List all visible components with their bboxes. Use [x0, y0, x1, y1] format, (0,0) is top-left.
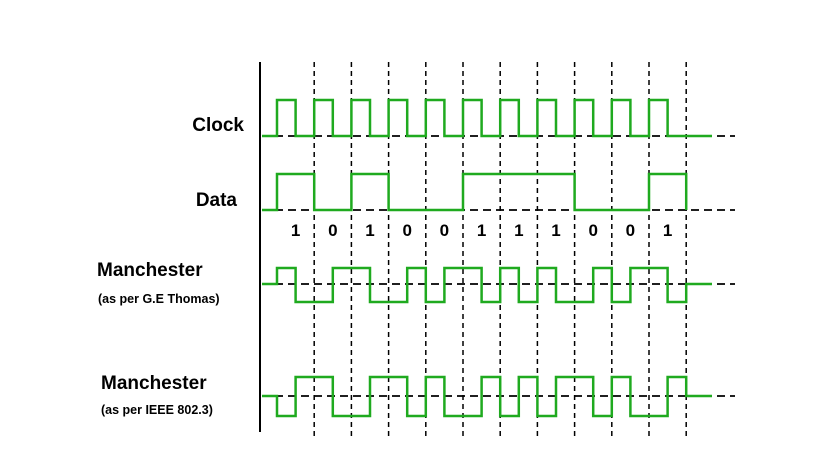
manchester-ieee-note: (as per IEEE 802.3) [101, 403, 213, 417]
data-label: Data [196, 190, 238, 211]
bit-value-label: 1 [663, 221, 672, 240]
manchester-thomas-label: Manchester [97, 260, 203, 281]
bit-value-label: 1 [291, 221, 300, 240]
manchester-ieee-waveform [262, 375, 712, 418]
manchester-ieee-label: Manchester [101, 373, 207, 394]
manchester-thomas-waveform [262, 266, 712, 304]
bit-value-label: 0 [626, 221, 635, 240]
clock-waveform [262, 98, 712, 138]
manchester-thomas-note: (as per G.E Thomas) [98, 292, 220, 306]
bit-value-label: 0 [328, 221, 337, 240]
bit-value-label: 1 [365, 221, 374, 240]
bit-value-label: 1 [514, 221, 523, 240]
bit-value-label: 0 [440, 221, 449, 240]
bit-value-label: 1 [477, 221, 486, 240]
bit-value-label: 1 [551, 221, 560, 240]
bit-value-label: 0 [402, 221, 411, 240]
clock-label: Clock [192, 115, 244, 136]
bit-value-label: 0 [588, 221, 597, 240]
bit-value-labels: 1 0 1 0 0 1 1 1 0 0 1 [291, 221, 672, 240]
data-waveform [262, 172, 688, 212]
